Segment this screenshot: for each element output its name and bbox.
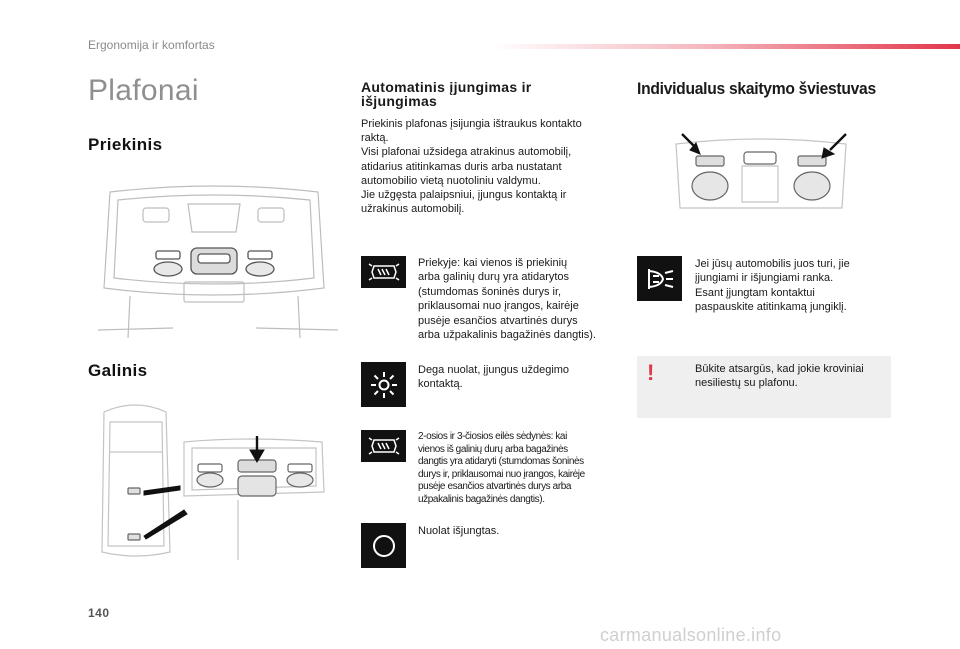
reading-light-icon [637,256,682,301]
front-heading: Priekinis [88,135,163,154]
auto-paragraph: Priekinis plafonas įsijungia ištraukus k… [361,118,582,216]
reading-light-text: Jei jūsų automobilis juos turi, jie įjun… [695,258,850,314]
warning-icon: ! [647,360,655,385]
door-light-icon [361,256,406,288]
reading-light-illustration [675,133,847,209]
rear-heading: Galinis [88,361,148,380]
sun-light-icon [361,362,406,407]
rear-ceiling-light-illustration [101,404,325,560]
front-ceiling-light-illustration [97,185,339,339]
mode-rear-seats-text: 2-osios ir 3-čiosios eilės sėdynės: kai … [418,431,585,505]
auto-heading: Automatinis įjungimas ir išjungimas [361,79,532,109]
mode-ignition-text: Dega nuolat, įjungus uždegimo kontaktą. [418,364,570,391]
off-circle-icon [361,523,406,568]
warning-box: ! Būkite atsargūs, kad jokie kroviniai n… [637,356,891,418]
door-light-icon [361,430,406,462]
mode-front-doors-text: Priekyje: kai vienos iš priekinių arba g… [418,257,596,342]
mode-off-text: Nuolat išjungtas. [418,525,500,537]
watermark: carmanualsonline.info [600,625,782,645]
page-title: Plafonai [88,74,199,107]
running-header: Ergonomija ir komfortas [88,38,215,52]
reading-light-heading: Individualus skaitymo šviestuvas [637,79,876,98]
page-number: 140 [88,606,110,620]
header-accent-bar [490,44,960,49]
warning-text: Būkite atsargūs, kad jokie kroviniai nes… [695,363,864,390]
